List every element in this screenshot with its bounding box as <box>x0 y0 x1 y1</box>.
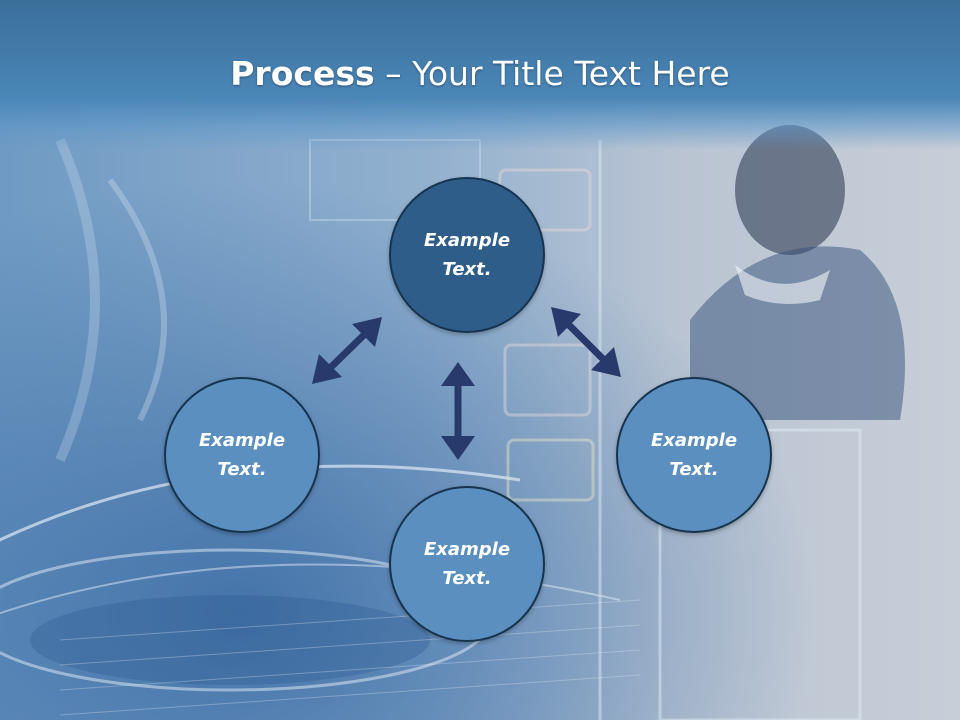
slide-title: Process – Your Title Text Here <box>0 52 960 96</box>
process-node-right: Example Text. <box>616 377 772 533</box>
node-right-text: Example Text. <box>639 426 749 484</box>
title-rest: – Your Title Text Here <box>374 54 730 93</box>
arrow-top-right <box>551 307 621 377</box>
node-bottom-text: Example Text. <box>412 535 522 593</box>
title-bold: Process <box>230 54 375 93</box>
node-left-line2: Text. <box>217 459 267 480</box>
node-top-text: Example Text. <box>412 226 522 284</box>
node-left-line1: Example <box>198 430 286 451</box>
node-right-line2: Text. <box>669 459 719 480</box>
title-band <box>0 0 960 150</box>
process-node-bottom: Example Text. <box>389 486 545 642</box>
node-top-line1: Example <box>423 230 511 251</box>
node-top-line2: Text. <box>442 259 492 280</box>
arrow-vertical <box>441 362 475 460</box>
process-node-left: Example Text. <box>164 377 320 533</box>
node-left-text: Example Text. <box>187 426 297 484</box>
node-right-line1: Example <box>650 430 738 451</box>
arrow-top-left <box>312 317 382 384</box>
node-bottom-line1: Example <box>423 539 511 560</box>
node-bottom-line2: Text. <box>442 568 492 589</box>
process-node-top: Example Text. <box>389 177 545 333</box>
